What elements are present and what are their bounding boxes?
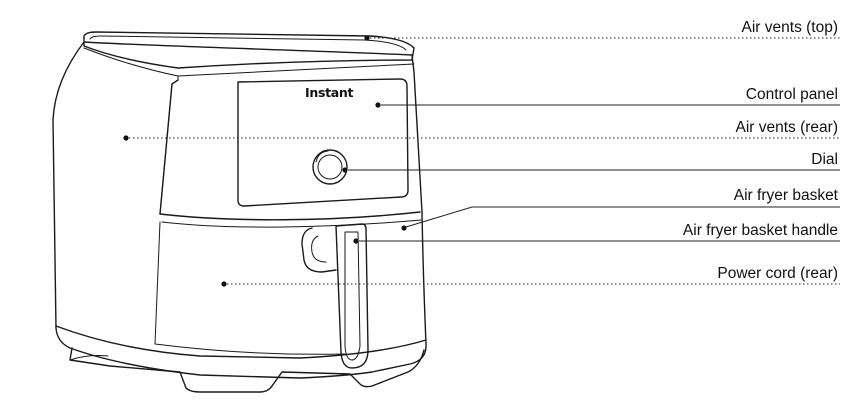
dial-knob (312, 149, 348, 185)
basket-top-seam-inner (161, 219, 422, 228)
body-outline (52, 41, 427, 379)
base-foot-left (69, 355, 109, 361)
lid-top (83, 31, 415, 69)
control-panel-window (237, 78, 409, 207)
label-dial: Dial (811, 151, 838, 168)
label-air-fryer-basket: Air fryer basket (734, 187, 839, 204)
label-air-vents-top: Air vents (top) (742, 19, 838, 36)
label-power-cord-rear: Power cord (rear) (717, 265, 838, 282)
label-air-fryer-basket-handle: Air fryer basket handle (683, 222, 838, 239)
brand-logo-text: Instant (305, 85, 353, 100)
basket-handle (301, 223, 369, 369)
basket-top-seam (159, 211, 421, 221)
lid-lower-edge (83, 47, 415, 77)
air-fryer-illustration: Instant (52, 31, 427, 393)
callout-dot-air-fryer-basket (401, 225, 407, 231)
callout-labels: Air vents (top) Control panel Air vents … (683, 19, 839, 282)
label-air-vents-rear: Air vents (rear) (736, 119, 839, 136)
label-control-panel: Control panel (746, 86, 838, 103)
base-foot (69, 347, 425, 393)
basket-front-face (154, 343, 346, 355)
lid-rim (89, 35, 407, 51)
leader-air-fryer-basket (405, 206, 840, 228)
side-seam-inner (159, 83, 173, 215)
callout-dot-air-vents-rear (123, 135, 129, 141)
callout-dot-air-fryer-basket-handle (353, 238, 359, 244)
callout-leaders (123, 35, 840, 287)
body-left-lower (154, 221, 161, 345)
callout-dot-power-cord-rear (221, 281, 227, 287)
callout-dot-dial (342, 167, 348, 173)
side-seam-front (159, 79, 179, 215)
base-band (55, 325, 427, 359)
callout-dot-control-panel (375, 102, 381, 108)
callout-dot-air-vents-top (364, 35, 370, 41)
